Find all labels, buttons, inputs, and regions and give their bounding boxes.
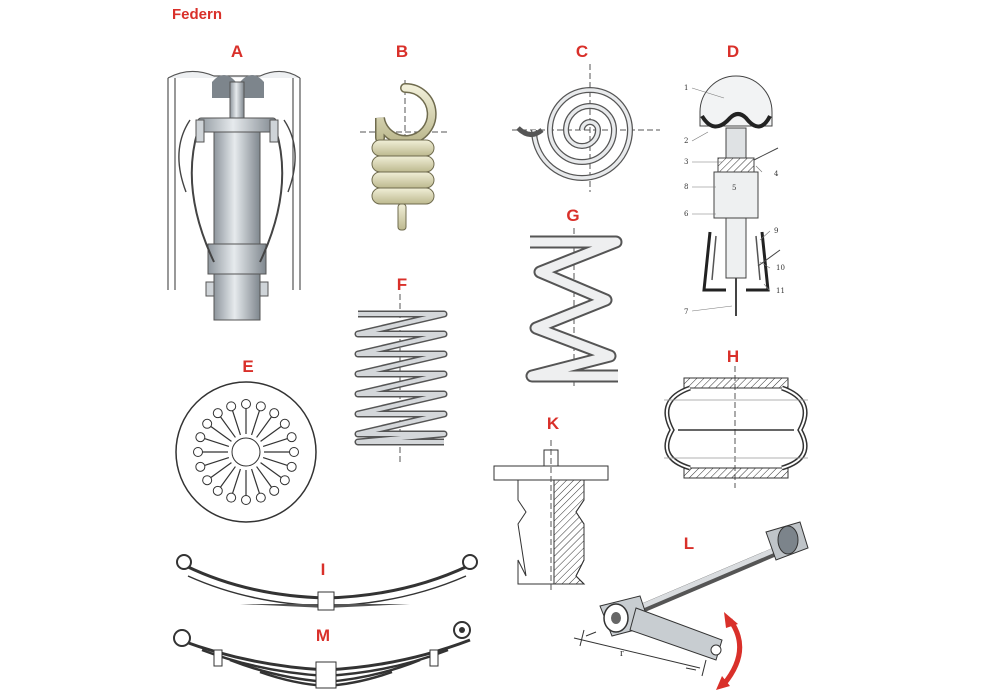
figure-m-laminated-leaf-spring — [173, 621, 471, 689]
disc-slot-hole — [255, 492, 266, 503]
label-m: M — [315, 626, 331, 645]
figure-e-slotted-disc-spring — [175, 381, 317, 523]
disc-slot — [219, 466, 236, 488]
disc-slot — [219, 416, 236, 438]
disc-slot-hole — [195, 432, 206, 443]
label-i: I — [320, 560, 326, 579]
d-callout-5: 5 — [732, 184, 736, 192]
disc-slot-hole — [279, 475, 290, 486]
disc-slot — [262, 437, 289, 448]
d-callout-11: 11 — [776, 287, 785, 295]
figure-i-leaf-spring — [176, 554, 478, 611]
d-callout-8: 8 — [684, 183, 688, 191]
disc-slot-hole — [289, 447, 299, 457]
figure-b-tension-spring — [360, 80, 448, 231]
figure-l-torsion-bar: r — [573, 521, 809, 690]
d-callout-6: 6 — [684, 210, 689, 218]
disc-slot — [231, 468, 242, 495]
disc-slot — [203, 437, 230, 448]
disc-slot-hole — [269, 485, 280, 496]
disc-slot-hole — [195, 461, 206, 472]
disc-slot — [262, 456, 289, 467]
d-callout-10: 10 — [776, 264, 785, 272]
d-callout-4: 4 — [774, 170, 779, 178]
disc-slot-hole — [202, 475, 213, 486]
disc-slot-hole — [286, 432, 297, 443]
disc-slot — [203, 456, 230, 467]
disc-slot — [256, 466, 273, 488]
label-f: F — [396, 275, 408, 294]
d-callout-2: 2 — [684, 137, 688, 145]
figure-f-compression-spring — [354, 294, 448, 462]
label-a: A — [230, 42, 244, 61]
d-callout-9: 9 — [774, 227, 778, 235]
disc-slot-hole — [202, 418, 213, 429]
disc-slot-hole — [241, 399, 251, 409]
d-callout-7: 7 — [684, 308, 688, 316]
disc-slot-hole — [226, 492, 237, 503]
label-b: B — [395, 42, 409, 61]
disc-slot-hole — [226, 401, 237, 412]
disc-slot-hole — [286, 461, 297, 472]
d-callout-leaders — [691, 87, 771, 312]
figure-h-bellows-air-spring — [664, 366, 808, 488]
disc-slot-hole — [241, 495, 251, 505]
disc-slot — [250, 409, 261, 436]
torsion-radius-label: r — [620, 647, 624, 659]
page-title: Federn — [172, 6, 223, 23]
figure-k-rubber-spring — [493, 440, 609, 592]
disc-slot — [210, 462, 232, 479]
label-k: K — [546, 414, 560, 433]
label-d: D — [726, 42, 740, 61]
disc-slot — [250, 468, 261, 495]
label-g: G — [566, 206, 580, 225]
figure-c-spiral-spring — [512, 64, 660, 192]
disc-slot-hole — [255, 401, 266, 412]
d-callout-1: 1 — [684, 84, 688, 92]
disc-slot-hole — [212, 485, 223, 496]
disc-slot-hole — [212, 408, 223, 419]
label-c: C — [575, 42, 589, 61]
disc-slot — [260, 425, 282, 442]
disc-slot — [210, 425, 232, 442]
disc-slot-hole — [279, 418, 290, 429]
disc-slot — [256, 416, 273, 438]
figure-a-air-spring-strut — [167, 70, 301, 321]
label-l: L — [683, 534, 695, 553]
figure-g-conical-spring — [525, 228, 623, 386]
disc-slot — [231, 409, 242, 436]
label-h: H — [726, 347, 740, 366]
figure-d-air-spring-section: 1 2 3 4 5 6 7 8 9 10 11 — [684, 75, 785, 316]
disc-slot — [260, 462, 282, 479]
disc-slot-hole — [269, 408, 280, 419]
label-e: E — [242, 357, 254, 376]
disc-slot-hole — [193, 447, 203, 457]
d-callout-3: 3 — [684, 158, 688, 166]
